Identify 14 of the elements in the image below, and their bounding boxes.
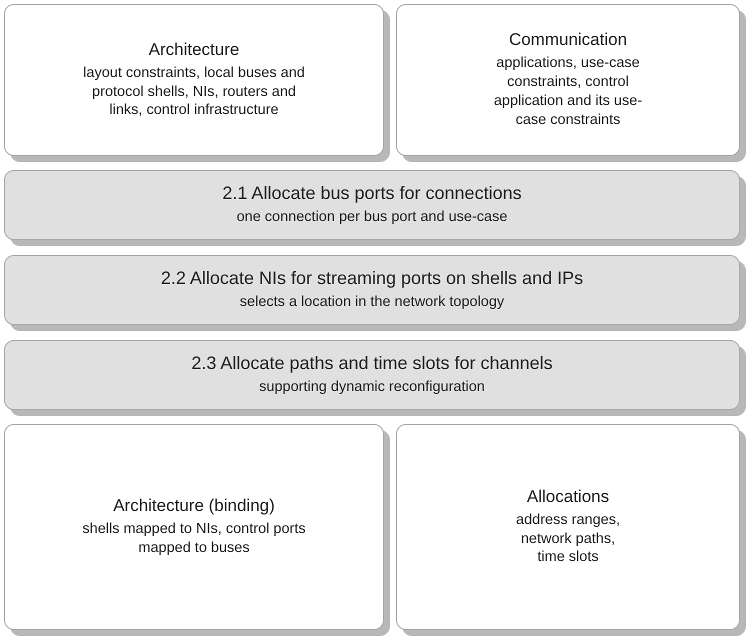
- box-description: selects a location in the network topology: [240, 293, 504, 312]
- box-description: address ranges, network paths, time slots: [515, 510, 621, 568]
- box-description: shells mapped to NIs, control ports mapped to buses: [82, 520, 306, 558]
- box-description: one connection per bus port and use-case: [236, 208, 508, 227]
- box-description: layout constraints, local buses and protocol shells, NIs, routers and links, control infrastructure: [83, 64, 305, 120]
- box-heading: Communication: [508, 30, 628, 50]
- box-heading: Architecture (binding): [113, 496, 275, 516]
- box-heading: 2.3 Allocate paths and time slots for channels: [191, 353, 553, 374]
- box-heading: 2.1 Allocate bus ports for connections: [222, 183, 522, 204]
- box-description: applications, use-case constraints, control application and its use-case constraints: [492, 54, 644, 130]
- box-heading: 2.2 Allocate NIs for streaming ports on shells and IPs: [160, 268, 584, 290]
- box-description: supporting dynamic reconfiguration: [259, 378, 485, 397]
- box-heading: Allocations: [526, 486, 610, 507]
- box-heading: Architecture: [148, 40, 240, 60]
